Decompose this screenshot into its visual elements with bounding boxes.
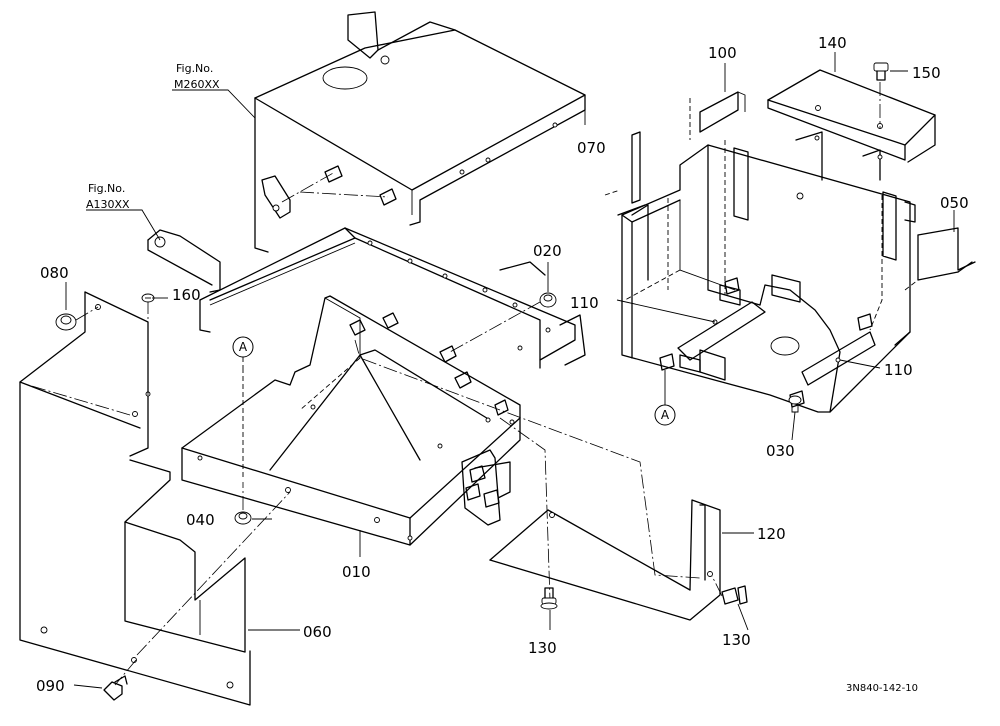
figure-ref-a130: Fig.No. A130XX <box>86 182 130 211</box>
label-130b: 130 <box>722 631 751 649</box>
label-130a: 130 <box>528 639 557 657</box>
fig-a130-line2: A130XX <box>86 198 130 211</box>
bolt-130-right <box>711 575 748 605</box>
leader-lines <box>65 52 955 689</box>
drawing-code: 3N840-142-10 <box>846 683 918 694</box>
fig-m260-line2: M260XX <box>174 78 220 91</box>
label-090: 090 <box>36 677 65 695</box>
bolt-150 <box>873 62 889 128</box>
bolt-090 <box>103 675 128 701</box>
strip-070 <box>604 131 641 204</box>
label-060: 060 <box>303 623 332 641</box>
long-bracket-rail <box>199 227 586 369</box>
nut-020 <box>449 292 557 353</box>
label-050: 050 <box>940 194 969 212</box>
stay-050 <box>904 227 976 291</box>
label-150: 150 <box>912 64 941 82</box>
battery-lid-140 <box>767 69 936 163</box>
section-ref-a-left: A <box>232 336 254 368</box>
part-labels: 100 140 150 070 050 020 080 160 110 110 … <box>36 34 969 695</box>
pad-100 <box>689 91 746 140</box>
label-020: 020 <box>533 242 562 260</box>
fig-a130-line1: Fig.No. <box>88 182 125 195</box>
bracket-120 <box>489 499 721 621</box>
battery-box <box>617 131 916 413</box>
label-030: 030 <box>766 442 795 460</box>
nut-080 <box>55 306 99 331</box>
section-ref-a-right: A <box>654 370 676 426</box>
label-110b: 110 <box>884 361 913 379</box>
battery-tray-010 <box>181 295 701 601</box>
label-100: 100 <box>708 44 737 62</box>
section-ref-a-left-text: A <box>239 340 248 354</box>
mounting-plate-a130 <box>147 229 221 293</box>
label-080: 080 <box>40 264 69 282</box>
nut-040 <box>234 482 252 525</box>
figure-ref-m260: Fig.No. M260XX <box>174 62 220 91</box>
label-120: 120 <box>757 525 786 543</box>
section-ref-a-right-text: A <box>661 408 670 422</box>
label-040: 040 <box>186 511 215 529</box>
upper-frame-assembly <box>254 11 586 253</box>
label-140: 140 <box>818 34 847 52</box>
bolt-130-left <box>540 587 558 610</box>
label-070: 070 <box>577 139 606 157</box>
label-110a: 110 <box>570 294 599 312</box>
fig-m260-line1: Fig.No. <box>176 62 213 75</box>
label-160: 160 <box>172 286 201 304</box>
label-010: 010 <box>342 563 371 581</box>
